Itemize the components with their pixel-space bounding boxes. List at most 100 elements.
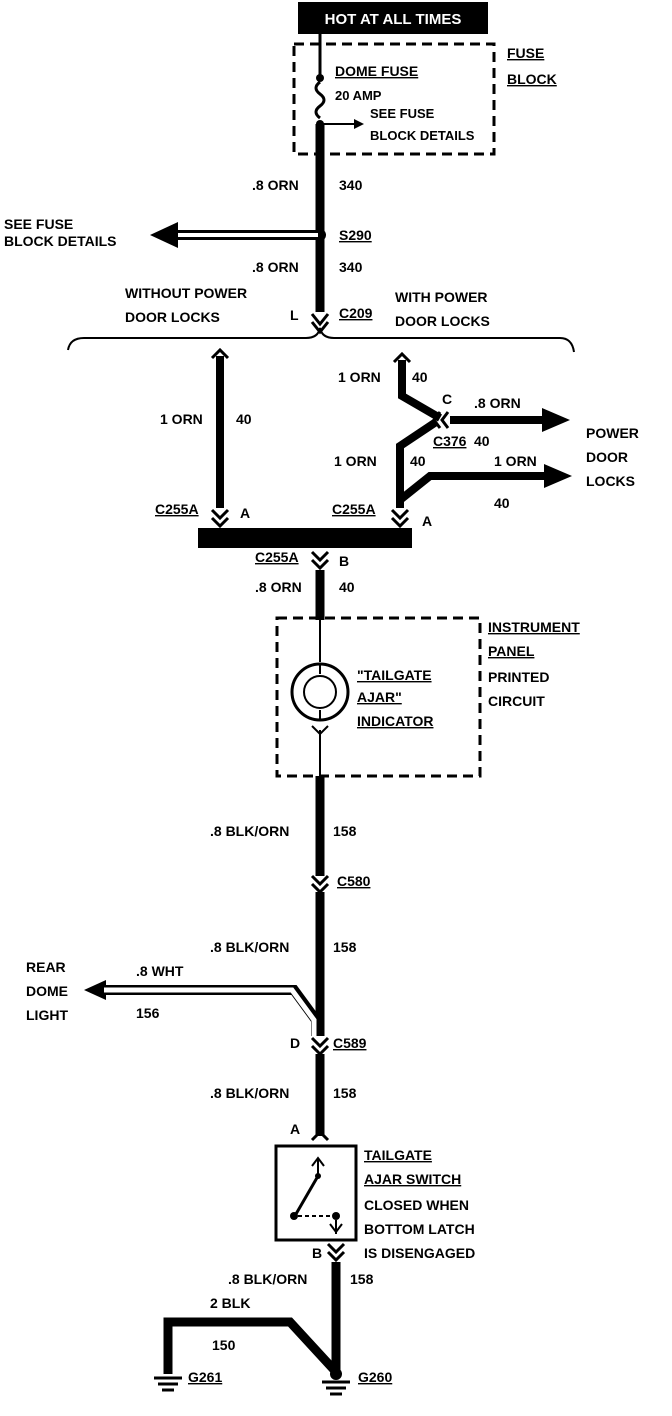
- connector-c209-label: C209: [339, 305, 373, 321]
- ipc-label-3: PRINTED: [488, 669, 549, 685]
- without-pdl-1: WITHOUT POWER: [125, 285, 247, 301]
- wire-158-upper-circuit: 158: [333, 823, 357, 839]
- splice-s290-label: S290: [339, 227, 372, 243]
- switch-contact-right: [332, 1212, 340, 1220]
- ground-g261-icon: [154, 1376, 182, 1392]
- switch-label-1: TAILGATE: [364, 1147, 432, 1163]
- connector-c255a-bottom-label: C255A: [255, 549, 299, 565]
- switch-arm: [294, 1175, 320, 1215]
- wire-150-gauge: 2 BLK: [210, 1295, 250, 1311]
- wire-156-circuit: 156: [136, 1005, 160, 1021]
- switch-pin-a-cap: [310, 1129, 330, 1142]
- wire-40-left-gauge: 1 ORN: [160, 411, 203, 427]
- wire-pdl-2: [397, 472, 548, 504]
- fuse-element: [314, 80, 326, 120]
- switch-label-2: AJAR SWITCH: [364, 1171, 461, 1187]
- ground-g260-label: G260: [358, 1369, 392, 1385]
- connector-c376-circuit: 40: [474, 433, 490, 449]
- connector-c255a-right-pin: A: [422, 513, 432, 529]
- indicator-label-3: INDICATOR: [357, 713, 433, 729]
- power-door-locks-3: LOCKS: [586, 473, 635, 489]
- wire-158-ground-circuit: 158: [350, 1271, 374, 1287]
- branch-arrowhead: [150, 222, 178, 248]
- wire-40-right-top: [398, 360, 443, 422]
- wire-158-lower-gauge: .8 BLK/ORN: [210, 1085, 289, 1101]
- left-branch-top-cap: [210, 347, 230, 360]
- rear-dome-1: REAR: [26, 959, 66, 975]
- connector-c589-label: C589: [333, 1035, 367, 1051]
- power-door-locks-2: DOOR: [586, 449, 628, 465]
- wire-40-right-mid-circuit: 40: [410, 453, 426, 469]
- wire-pdl-1-gauge: .8 ORN: [474, 395, 521, 411]
- power-door-locks-1: POWER: [586, 425, 639, 441]
- connector-c255a-right: [390, 508, 410, 529]
- wire-40-indicator-gauge: .8 ORN: [255, 579, 302, 595]
- fuse-terminal-top: [316, 74, 324, 82]
- see-fuse-details-2: BLOCK DETAILS: [4, 233, 117, 249]
- connector-c580-label: C580: [337, 873, 371, 889]
- connector-c255a-left-label: C255A: [155, 501, 199, 517]
- wire-158-ground-gauge: .8 BLK/ORN: [228, 1271, 307, 1287]
- fuse-block-label-2: BLOCK: [507, 71, 557, 87]
- ground-g260-node: [330, 1368, 342, 1380]
- connector-c589-pin: D: [290, 1035, 300, 1051]
- rear-dome-3: LIGHT: [26, 1007, 68, 1023]
- switch-label-3: CLOSED WHEN: [364, 1197, 469, 1213]
- connector-c255a-right-label: C255A: [332, 501, 376, 517]
- fuse-details-arrowhead: [354, 119, 364, 129]
- connector-c209: [310, 313, 330, 335]
- wire-158-middle-gauge: .8 BLK/ORN: [210, 939, 289, 955]
- wire-pdl-2-gauge: 1 ORN: [494, 453, 537, 469]
- wire-156-gauge: .8 WHT: [136, 963, 184, 979]
- ipc-label-1: INSTRUMENT: [488, 619, 580, 635]
- fuse-name: DOME FUSE: [335, 63, 418, 79]
- wire-340-circuit-2: 340: [339, 259, 363, 275]
- wire-158-lower-circuit: 158: [333, 1085, 357, 1101]
- connector-c255a-bottom-pin: B: [339, 553, 349, 569]
- wire-40-left-circuit: 40: [236, 411, 252, 427]
- wire-40-indicator-circuit: 40: [339, 579, 355, 595]
- wire-pdl-2-arrowhead: [544, 464, 572, 488]
- switch-contact-top: [311, 1156, 325, 1174]
- header-box: [298, 2, 488, 34]
- switch-label-5: IS DISENGAGED: [364, 1245, 475, 1261]
- wire-150-circuit: 150: [212, 1337, 236, 1353]
- fuse-block-label-1: FUSE: [507, 45, 544, 61]
- wire-pdl-2-circuit: 40: [494, 495, 510, 511]
- wire-40-right-top-gauge: 1 ORN: [338, 369, 381, 385]
- indicator-lamp-inner: [303, 675, 337, 709]
- right-branch-top-cap: [392, 351, 412, 364]
- switch-contact-left: [290, 1212, 298, 1220]
- wire-40-right-mid-gauge: 1 ORN: [334, 453, 377, 469]
- connector-c589: [310, 1036, 330, 1057]
- wire-340-circuit-1: 340: [339, 177, 363, 193]
- connector-c255a-left-pin: A: [240, 505, 250, 521]
- wire-150-ground: [163, 1317, 340, 1376]
- fuse-block-box: [292, 42, 496, 156]
- wire-40-right-top-circuit: 40: [412, 369, 428, 385]
- switch-label-4: BOTTOM LATCH: [364, 1221, 475, 1237]
- fuse-see-2: BLOCK DETAILS: [370, 128, 475, 143]
- connector-c209-pin: L: [290, 307, 299, 323]
- switch-contact-bottom: [329, 1220, 343, 1234]
- indicator-label-1: "TAILGATE: [357, 667, 432, 683]
- instrument-panel-box: [275, 616, 482, 778]
- connector-c580: [310, 874, 330, 895]
- rear-dome-2: DOME: [26, 983, 68, 999]
- fuse-see-1: SEE FUSE: [370, 106, 435, 121]
- wire-156-inner: [104, 987, 317, 1036]
- wire-pdl-1-arrowhead: [542, 408, 570, 432]
- ground-g260-icon: [322, 1380, 350, 1396]
- connector-c255a-body: [198, 528, 412, 548]
- header-title: HOT AT ALL TIMES: [325, 11, 462, 28]
- wire-40-right-mid: [396, 418, 439, 508]
- connector-c376-label: C376: [433, 433, 467, 449]
- connector-c376-pin: C: [442, 391, 452, 407]
- ground-g261-label: G261: [188, 1369, 222, 1385]
- wire-340-gauge-2: .8 ORN: [252, 259, 299, 275]
- connector-c255a-left: [210, 508, 230, 529]
- wire-158-middle-circuit: 158: [333, 939, 357, 955]
- with-pdl-1: WITH POWER: [395, 289, 488, 305]
- wire-340-gauge-1: .8 ORN: [252, 177, 299, 193]
